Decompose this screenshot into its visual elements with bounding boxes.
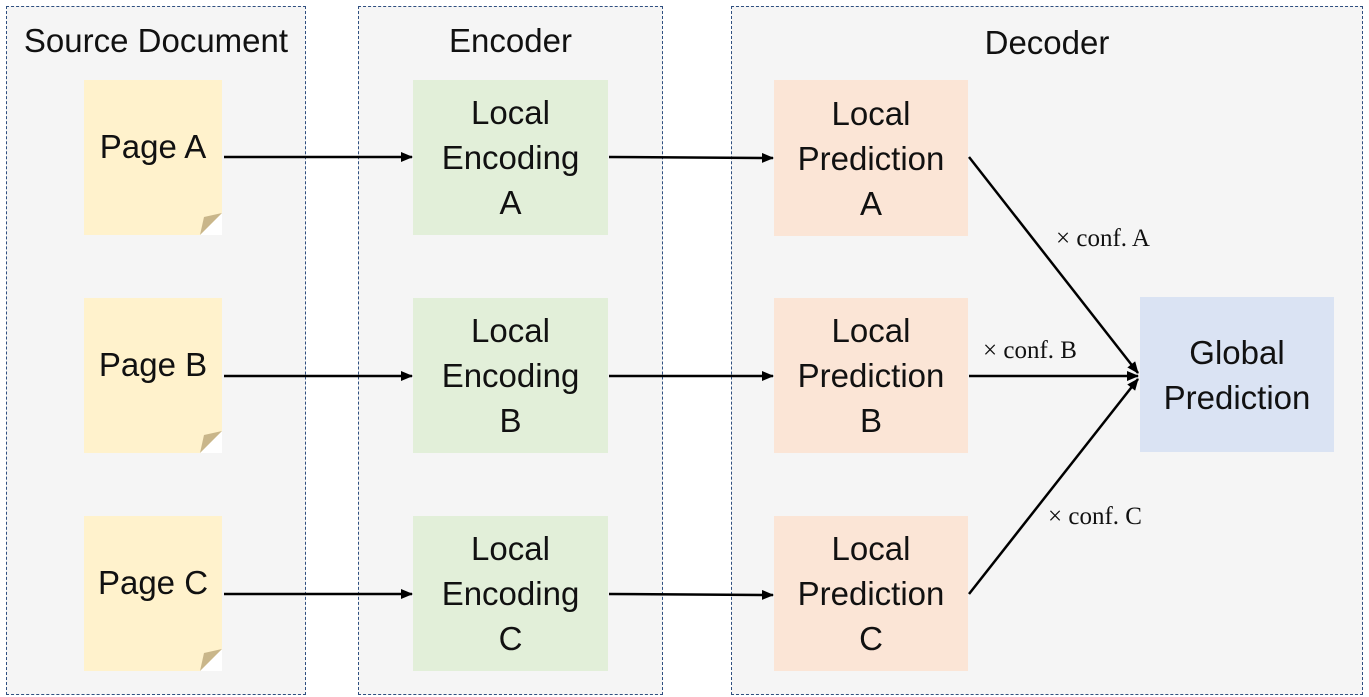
global-line: Global xyxy=(1189,333,1285,371)
encoding-line: Encoding xyxy=(441,575,580,612)
page-c: Page C xyxy=(84,516,222,671)
page-fold-icon xyxy=(200,649,222,671)
encoding-line: C xyxy=(498,620,523,657)
page-b: Page B xyxy=(84,298,222,453)
encoder-title: Encoder xyxy=(449,22,572,59)
local-prediction-b: Local Prediction B xyxy=(774,298,968,453)
encoding-line: Local xyxy=(471,94,550,131)
page-b-label: Page B xyxy=(98,346,208,383)
decoder-title: Decoder xyxy=(984,24,1110,61)
prediction-line: Local xyxy=(831,530,911,567)
arrow-encoding-c-to-prediction-c xyxy=(608,589,774,600)
page-fold-icon xyxy=(200,431,222,453)
global-line: Prediction xyxy=(1163,378,1311,416)
weight-label-a: × conf. A xyxy=(1056,225,1150,252)
page-a: Page A xyxy=(84,80,222,235)
page-a-label: Page A xyxy=(99,128,207,165)
arrow-prediction-c-to-global xyxy=(968,378,1139,595)
prediction-line: B xyxy=(859,402,882,439)
encoding-line: A xyxy=(499,184,522,221)
page-fold-icon xyxy=(200,213,222,235)
encoding-line: B xyxy=(499,402,522,439)
encoding-line: Encoding xyxy=(441,139,580,176)
prediction-line: Local xyxy=(831,312,911,349)
prediction-line: A xyxy=(859,184,882,222)
arrow-encoding-a-to-prediction-a xyxy=(608,152,774,163)
local-encoding-c: Local Encoding C xyxy=(413,516,608,671)
local-encoding-b: Local Encoding B xyxy=(413,298,608,453)
prediction-line: Prediction xyxy=(797,357,945,394)
local-prediction-a: Local Prediction A xyxy=(774,80,968,236)
prediction-line: Prediction xyxy=(797,575,945,612)
page-c-label: Page C xyxy=(97,564,209,601)
prediction-line: C xyxy=(859,620,883,657)
encoding-line: Encoding xyxy=(441,357,580,394)
encoding-line: Local xyxy=(471,312,550,349)
local-prediction-c: Local Prediction C xyxy=(774,516,968,671)
encoding-line: Local xyxy=(471,530,550,567)
weight-label-b: × conf. B xyxy=(983,337,1077,364)
prediction-line: Prediction xyxy=(797,139,945,177)
prediction-line: Local xyxy=(831,94,911,132)
source-document-title: Source Document xyxy=(23,22,289,59)
weight-label-c: × conf. C xyxy=(1048,503,1142,530)
local-encoding-a: Local Encoding A xyxy=(413,80,608,235)
global-prediction: Global Prediction xyxy=(1140,297,1334,452)
arrow-prediction-a-to-global xyxy=(968,156,1139,374)
